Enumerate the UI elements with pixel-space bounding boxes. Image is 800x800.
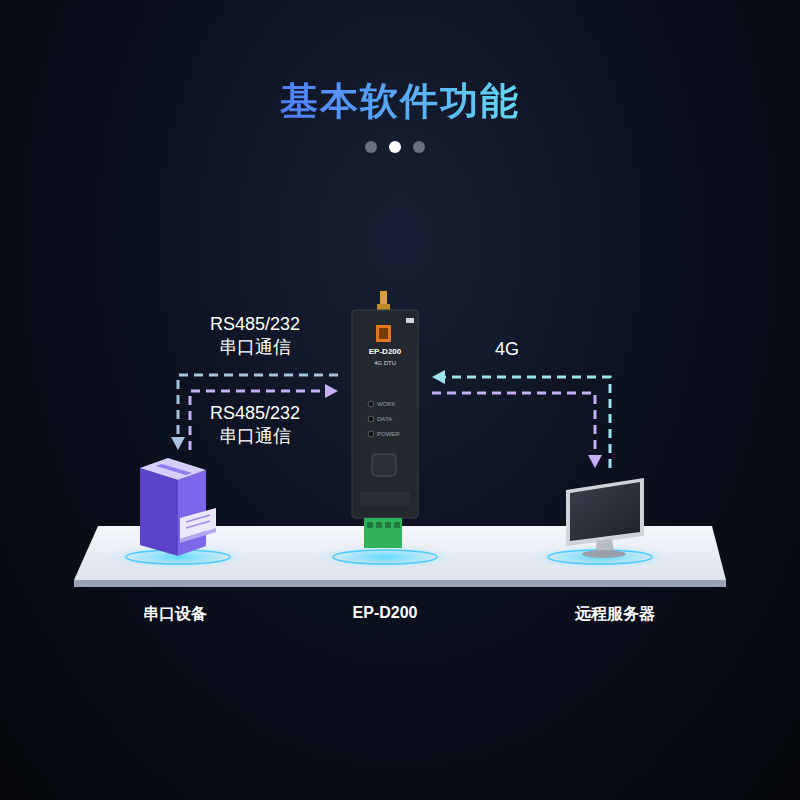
dashed-connector: [432, 370, 610, 468]
page-dot: [365, 141, 377, 153]
dashed-connector: [432, 393, 602, 468]
device-text: DATA: [377, 416, 392, 422]
device-node: 远程服务器: [540, 468, 690, 632]
device-text: WORK: [377, 401, 396, 407]
node-label: 串口设备: [118, 604, 232, 625]
device-text: POWER: [377, 431, 400, 437]
node-label: EP-D200: [338, 604, 432, 622]
node-label: 远程服务器: [540, 604, 690, 625]
dashed-connector: [190, 384, 338, 450]
device-text: 4G DTU: [374, 360, 396, 366]
dashed-connector: [171, 375, 338, 450]
device-node: EP-D200: [338, 286, 432, 632]
edge-label: 4G: [452, 338, 562, 361]
device-node: 串口设备: [118, 450, 232, 632]
platform-edge: [74, 580, 726, 587]
glow-ring: [333, 550, 437, 564]
title: 基本软件功能: [0, 76, 800, 127]
device-text: EP-D200: [369, 348, 401, 356]
serial-device-icon: [140, 458, 216, 556]
glow-ring: [548, 550, 652, 564]
page-dot: [389, 141, 401, 153]
dtu-device: [352, 291, 418, 548]
edge-label: RS485/232 串口通信: [200, 313, 310, 360]
monitor-icon: [566, 478, 644, 558]
edge-label: RS485/232 串口通信: [200, 402, 310, 449]
page-dot: [413, 141, 425, 153]
glow: [313, 545, 457, 569]
